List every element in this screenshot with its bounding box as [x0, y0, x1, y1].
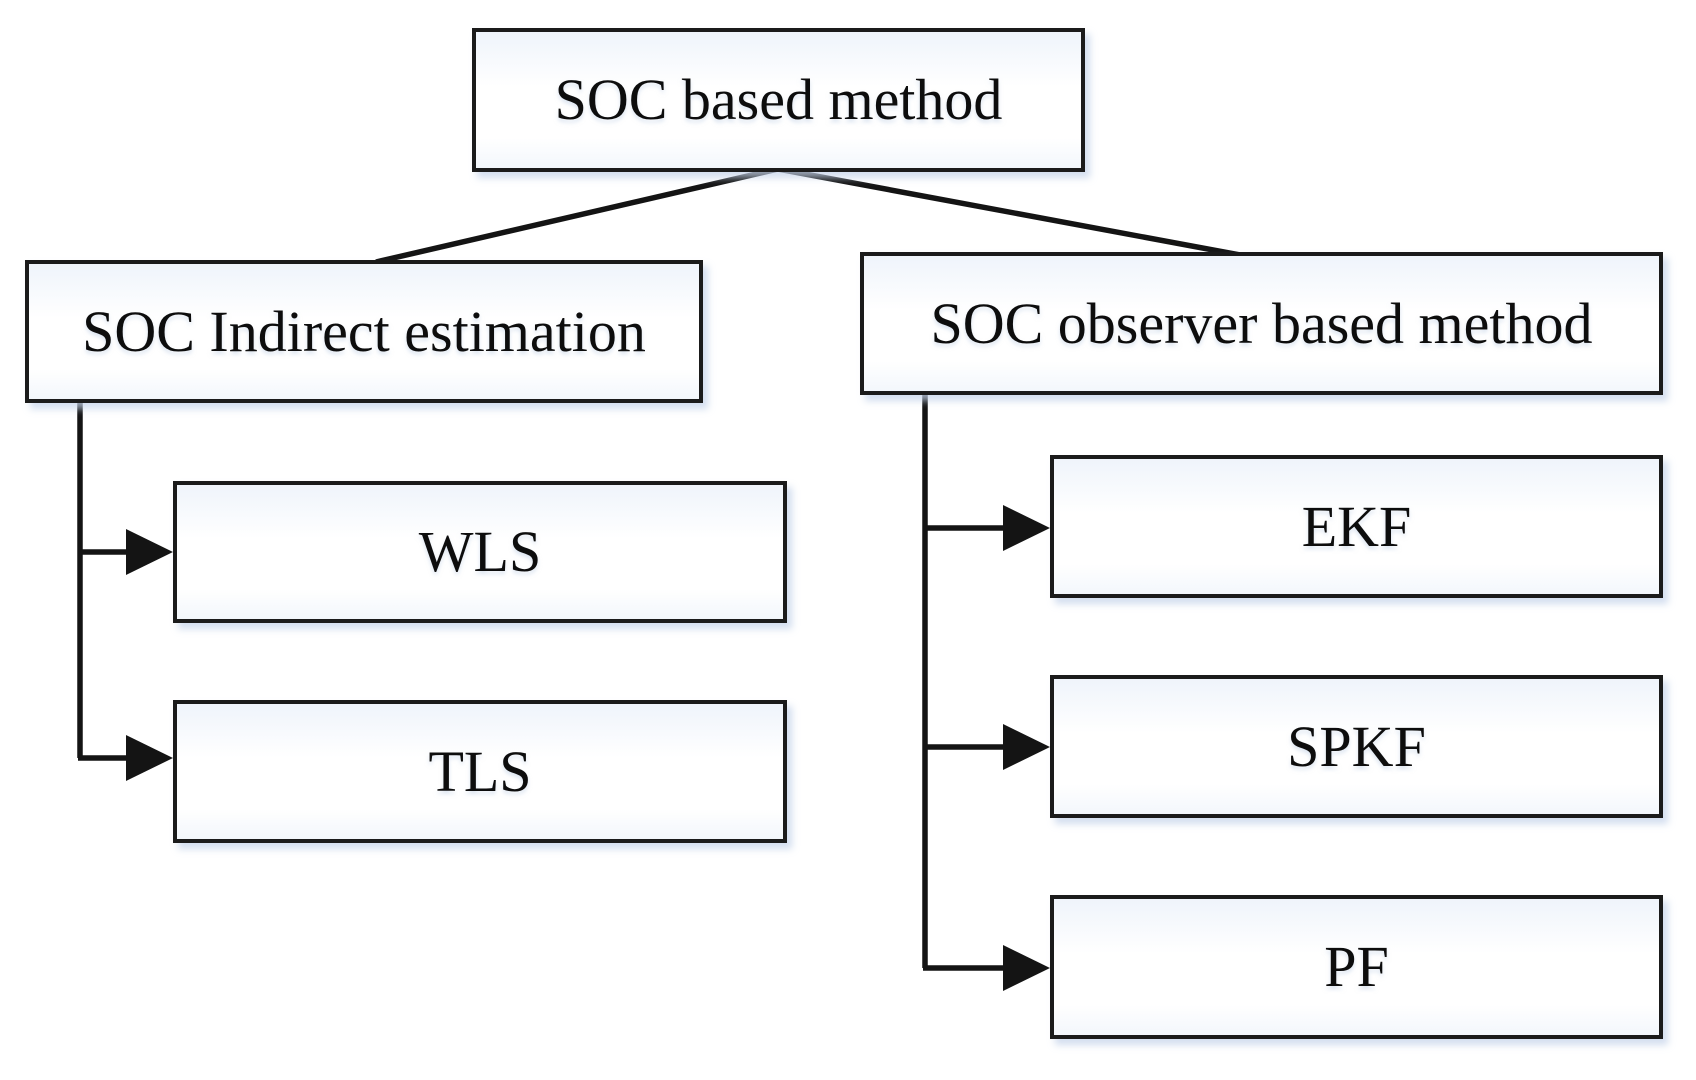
arrowhead-spkf-icon	[1003, 724, 1050, 770]
node-ekf: EKF	[1050, 455, 1663, 598]
arrowhead-pf-icon	[1003, 945, 1050, 991]
node-spkf: SPKF	[1050, 675, 1663, 818]
arrowhead-tls-icon	[126, 735, 173, 781]
node-label: TLS	[428, 738, 532, 804]
node-label: SOC based method	[554, 67, 1003, 132]
arrowhead-wls-icon	[126, 529, 173, 575]
node-tls: TLS	[173, 700, 787, 843]
node-wls: WLS	[173, 481, 787, 623]
node-soc-based-method: SOC based method	[472, 28, 1085, 172]
node-pf: PF	[1050, 895, 1663, 1039]
node-label: SPKF	[1287, 713, 1426, 779]
node-label: SOC Indirect estimation	[82, 298, 646, 364]
node-soc-indirect-estimation: SOC Indirect estimation	[25, 260, 703, 403]
node-soc-observer-based-method: SOC observer based method	[860, 252, 1663, 395]
connector-root-to-indirect	[375, 166, 779, 265]
node-label: WLS	[418, 519, 542, 584]
arrowhead-ekf-icon	[1003, 505, 1050, 551]
connector-root-to-observer	[777, 166, 1241, 258]
node-label: PF	[1324, 934, 1389, 999]
node-label: SOC observer based method	[930, 290, 1593, 356]
node-label: EKF	[1301, 493, 1412, 559]
